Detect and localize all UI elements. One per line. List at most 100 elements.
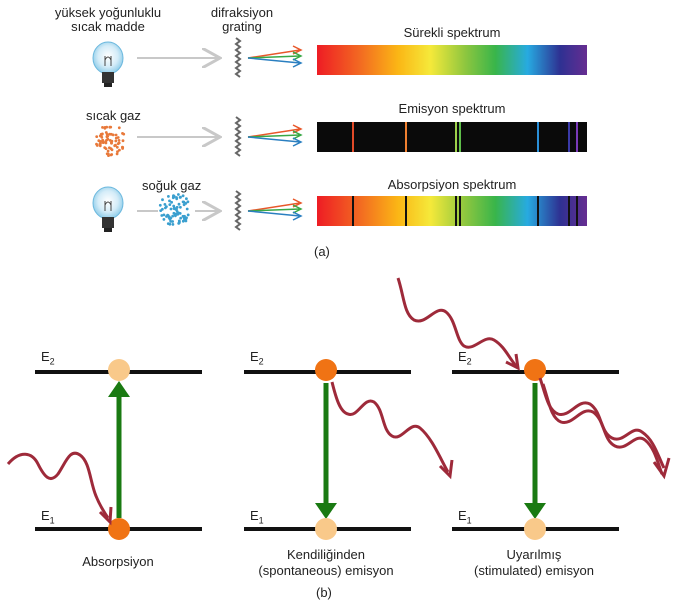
absorption-line (352, 196, 354, 226)
gas-particle (115, 152, 119, 156)
gas-particle (109, 147, 113, 151)
emission-line (455, 122, 457, 152)
gas-particle (104, 131, 108, 134)
gas-particle (107, 154, 110, 158)
gas-particle (105, 138, 108, 142)
gas-particle (110, 153, 114, 156)
gas-particle (171, 214, 175, 218)
e2-label: E2 (458, 349, 472, 367)
emission-line (405, 122, 407, 152)
gas-particle (161, 198, 164, 202)
gas-particle (116, 150, 119, 154)
gas-particle (159, 209, 163, 213)
gas-particle (118, 148, 121, 152)
emission-spectrum-bar (317, 122, 587, 152)
spontaneous-emission-panel (244, 359, 454, 540)
dispersed-rays (247, 198, 303, 221)
absorption-line (537, 196, 539, 226)
excited-state-dot (315, 359, 337, 381)
emission-line (537, 122, 539, 152)
e2-label: E2 (41, 349, 55, 367)
gas-particle (110, 132, 113, 136)
stimulated-caption-line1: Uyarılmış (506, 547, 562, 562)
grating-icon (234, 190, 242, 231)
incoming-photon (6, 451, 110, 519)
excited-state-dot (108, 359, 130, 381)
gas-particle (179, 216, 183, 220)
emission-line (459, 122, 461, 152)
gas-particle (165, 215, 168, 218)
gas-particle (185, 216, 188, 220)
grating-icon (234, 37, 242, 78)
gas-particle (186, 200, 190, 204)
gas-particle (158, 203, 162, 207)
gas-particle (114, 139, 118, 143)
gas-particle (105, 125, 109, 129)
gas-particle (175, 210, 179, 213)
gas-particle (177, 193, 180, 196)
gas-particle (163, 203, 167, 206)
gas-particle (185, 197, 188, 201)
e1-label: E1 (41, 508, 55, 526)
gas-particle (162, 218, 166, 221)
absorption-line (405, 196, 407, 226)
gas-particle (108, 125, 112, 129)
absorption-line (455, 196, 457, 226)
dispersed-rays (247, 124, 303, 147)
e1-label: E1 (458, 508, 472, 526)
gas-particle (162, 213, 166, 217)
stimulated-caption-line2: (stimulated) emisyon (474, 563, 594, 578)
grating-icon (234, 116, 242, 157)
excited-state-dot (524, 359, 546, 381)
hot-gas-cloud-icon (95, 125, 126, 158)
gas-particle (164, 206, 167, 210)
absorption-spectrum-title: Absorpsiyon spektrum (387, 177, 517, 192)
absorption-spectrum-bar (317, 196, 587, 226)
gas-particle (178, 196, 182, 199)
gas-particle (171, 220, 175, 223)
gas-particle (95, 142, 98, 146)
lightbulb-icon (92, 186, 124, 232)
gas-particle (172, 211, 176, 215)
gas-particle (113, 144, 117, 148)
absorption-line (568, 196, 570, 226)
emission-line (568, 122, 570, 152)
gas-particle (186, 213, 190, 217)
emission-line (352, 122, 354, 152)
gas-particle (106, 149, 110, 153)
hot-gas-label: sıcak gaz (86, 108, 141, 123)
gas-particle (116, 142, 120, 146)
gas-particle (181, 194, 185, 198)
gas-particle (121, 139, 125, 143)
absorption-line (576, 196, 578, 226)
gas-particle (114, 133, 118, 137)
absorption-caption: Absorpsiyon (82, 554, 154, 569)
gas-particle (185, 207, 189, 211)
gas-particle (181, 214, 185, 218)
absorption-line (459, 196, 461, 226)
e2-label: E2 (250, 349, 264, 367)
lightbulb-icon (92, 41, 124, 87)
gas-particle (177, 221, 181, 225)
gas-particle (167, 215, 171, 219)
gas-particle (168, 199, 171, 203)
e1-label: E1 (250, 508, 264, 526)
absorption-panel (6, 359, 202, 540)
gas-particle (183, 217, 186, 221)
gas-particle (101, 140, 105, 143)
ground-state-dot (108, 518, 130, 540)
gas-particle (101, 126, 104, 129)
spontaneous-caption-line2: (spontaneous) emisyon (258, 563, 394, 578)
gas-particle (181, 200, 185, 204)
gas-particle (172, 194, 175, 198)
gas-particle (170, 200, 174, 204)
cold-gas-label: soğuk gaz (142, 178, 202, 193)
gas-particle (117, 139, 121, 142)
cold-gas-cloud-icon (158, 193, 190, 226)
gas-particle (104, 141, 108, 145)
gas-particle (105, 135, 109, 139)
gas-particle (168, 203, 172, 207)
dispersed-rays (247, 45, 303, 68)
gas-particle (100, 135, 104, 139)
